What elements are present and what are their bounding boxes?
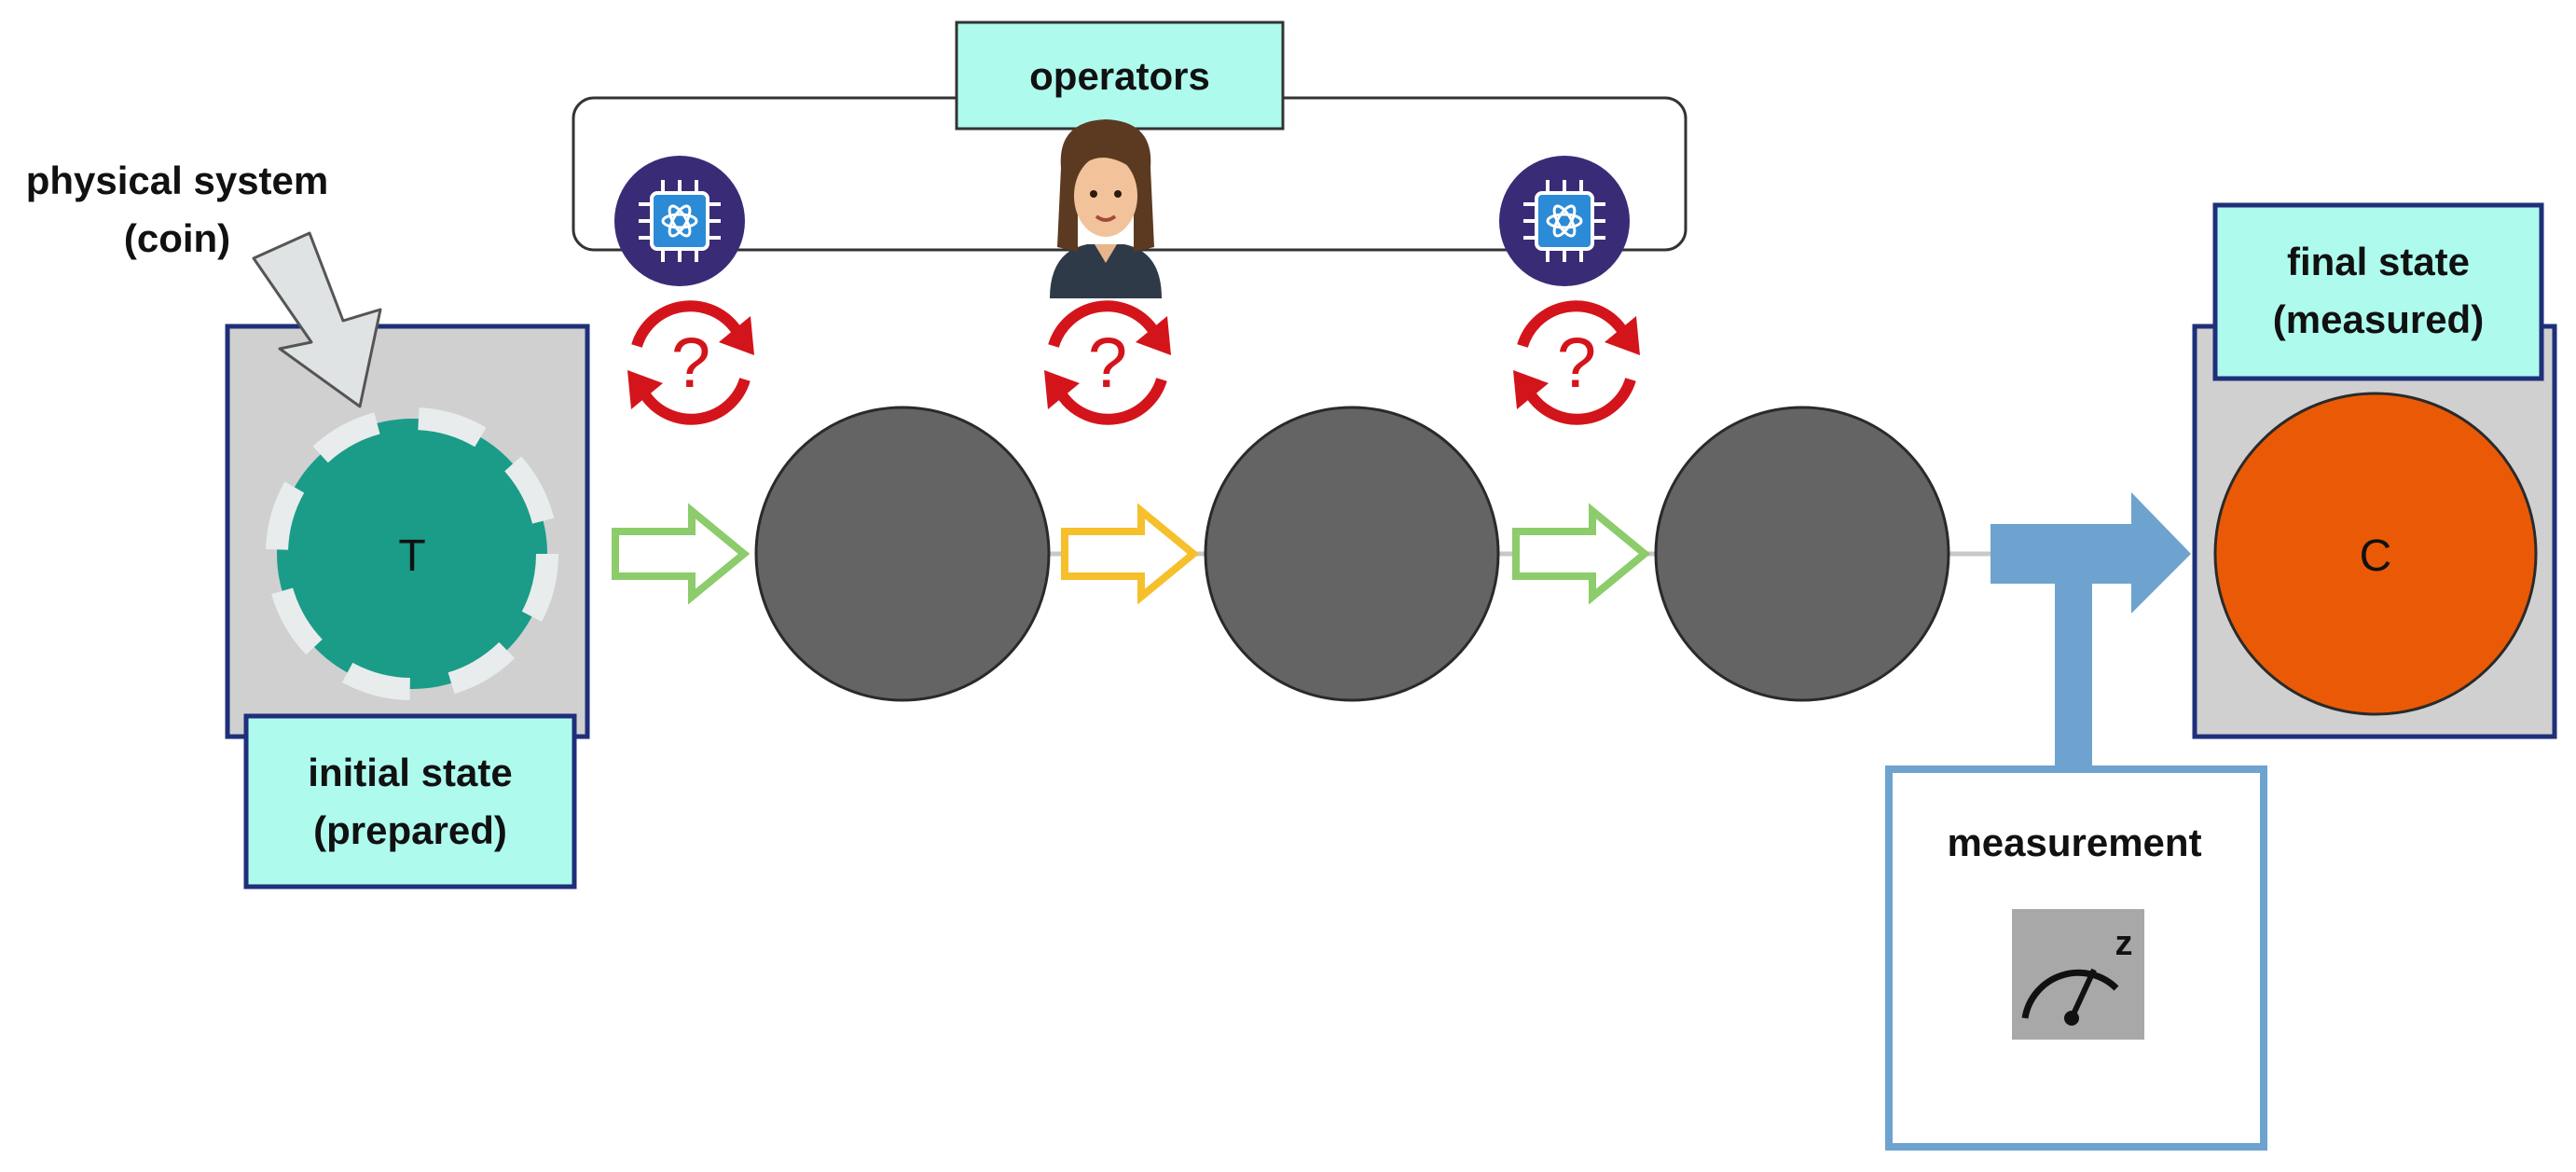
svg-text:?: ? bbox=[1557, 324, 1596, 403]
svg-text:z: z bbox=[2115, 924, 2133, 963]
physical-system-label: physical system bbox=[26, 159, 329, 202]
initial-state-label: initial state bbox=[308, 751, 512, 794]
svg-text:?: ? bbox=[671, 324, 710, 403]
unknown-rotation-icon: ? bbox=[1044, 300, 1171, 425]
transition-arrow bbox=[1512, 503, 1651, 605]
svg-text:?: ? bbox=[1088, 324, 1127, 403]
physical-system-sublabel: (coin) bbox=[124, 216, 230, 260]
hidden-state bbox=[1204, 406, 1500, 702]
final-state-label: final state bbox=[2287, 240, 2470, 283]
final-coin bbox=[2213, 392, 2538, 716]
initial-coin bbox=[266, 407, 558, 700]
transition-arrow bbox=[1061, 503, 1200, 605]
unknown-rotation-icon: ? bbox=[1513, 300, 1640, 425]
quantum-chip-icon bbox=[614, 156, 745, 286]
measurement-arrow bbox=[1991, 492, 2191, 614]
transition-arrow bbox=[612, 503, 751, 605]
unknown-rotation-icon: ? bbox=[627, 300, 754, 425]
meter-icon: z bbox=[2012, 909, 2144, 1040]
operators-label: operators bbox=[1029, 54, 1210, 98]
hidden-state bbox=[754, 406, 1051, 702]
initial-coin-face: T bbox=[398, 531, 425, 581]
operators-label-box bbox=[955, 21, 1285, 131]
final-coin-face: C bbox=[2360, 531, 2392, 581]
measurement-stem bbox=[2055, 559, 2092, 774]
hidden-state bbox=[1654, 406, 1950, 702]
quantum-chip-icon bbox=[1499, 156, 1630, 286]
initial-state-sublabel: (prepared) bbox=[313, 808, 507, 852]
physical-system-pointer bbox=[252, 231, 382, 408]
initial-state-label-box bbox=[243, 713, 577, 889]
final-state-sublabel: (measured) bbox=[2273, 297, 2484, 341]
final-state-label-box bbox=[2212, 202, 2544, 381]
person-avatar-icon bbox=[1050, 119, 1162, 298]
measurement-label: measurement bbox=[1947, 820, 2201, 864]
